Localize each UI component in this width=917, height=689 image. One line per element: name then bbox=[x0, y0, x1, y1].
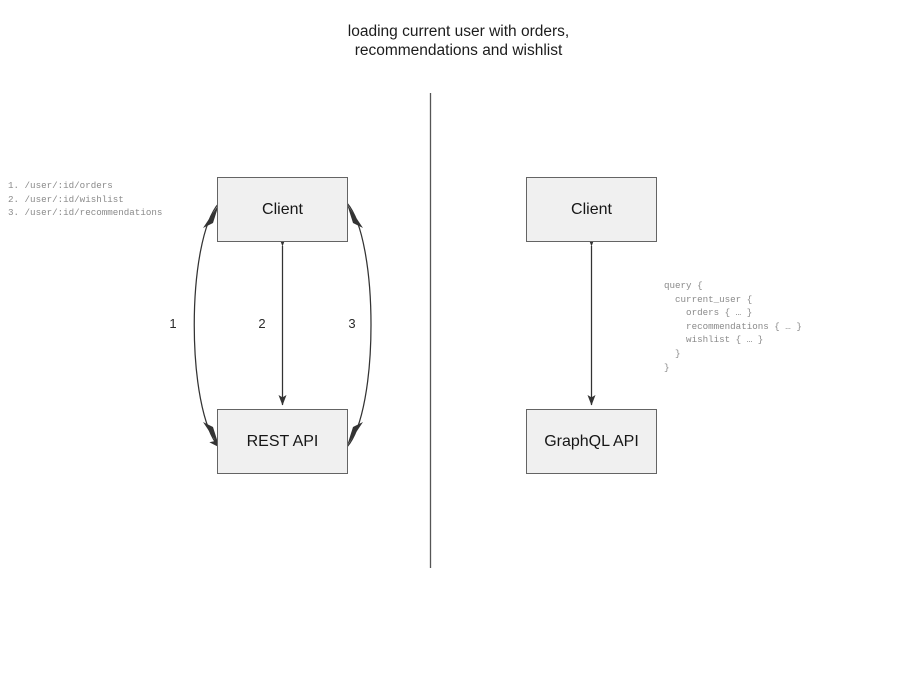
graphql-query-snippet: query { current_user { orders { … } reco… bbox=[664, 280, 802, 373]
node-rest-api[interactable]: REST API bbox=[217, 409, 348, 474]
edge-1-arrowhead-bottom bbox=[203, 422, 219, 446]
page-title: loading current user with orders, recomm… bbox=[347, 23, 570, 59]
edge-label-2: 2 bbox=[258, 316, 266, 331]
rest-endpoint-list: 1. /user/:id/orders 2. /user/:id/wishlis… bbox=[8, 180, 163, 219]
edge-1-arrowhead-top bbox=[203, 204, 219, 228]
node-graphql-api[interactable]: GraphQL API bbox=[526, 409, 657, 474]
edge-3-arrowhead-bottom bbox=[347, 422, 363, 446]
edge-1-orders bbox=[193, 202, 220, 448]
edge-label-1: 1 bbox=[169, 316, 177, 331]
edge-label-3: 3 bbox=[348, 316, 356, 331]
edge-3-arrowhead-top bbox=[347, 204, 363, 228]
node-graphql-client[interactable]: Client bbox=[526, 177, 657, 242]
node-rest-client[interactable]: Client bbox=[217, 177, 348, 242]
